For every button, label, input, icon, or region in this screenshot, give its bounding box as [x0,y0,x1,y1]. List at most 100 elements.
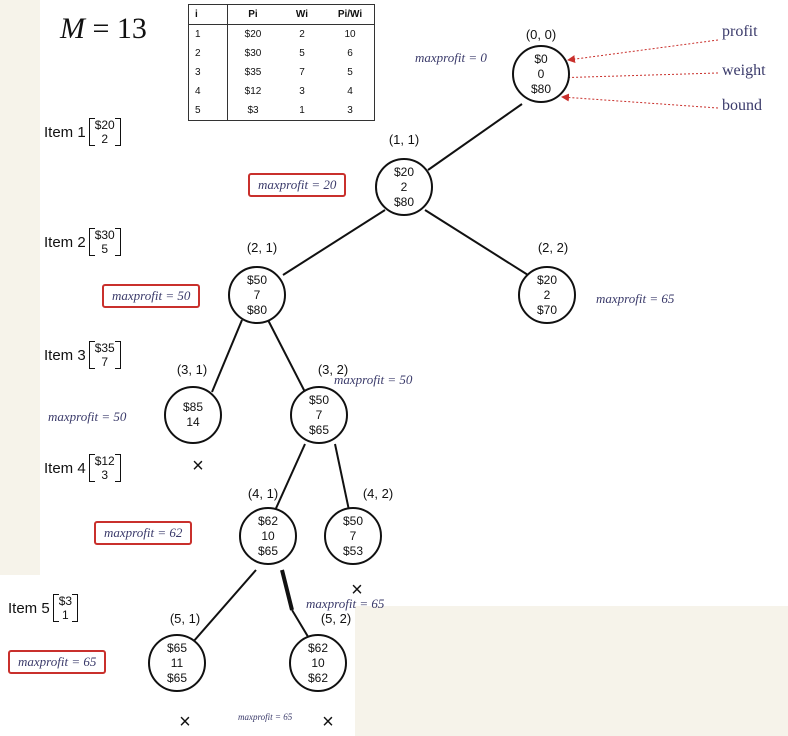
tree-node: $50 7 $65 [290,386,348,444]
node-profit: $50 [308,392,330,407]
table-cell: 5 [347,67,353,78]
node-bound: $53 [342,543,364,558]
edge-11-22 [424,209,529,276]
item-profit: $35 [94,341,115,355]
table-cell: $3 [247,105,259,116]
item-name: Item 1 [44,123,86,141]
node-label: (2, 2) [537,240,569,255]
item-name: Item 4 [44,459,86,477]
node-label: (2, 1) [246,240,278,255]
node-bound: $65 [257,543,279,558]
node-profit: $62 [307,640,329,655]
edge-41-51 [185,569,257,651]
node-label: (1, 1) [388,132,420,147]
table-cell: 6 [347,48,353,59]
item-weight: 3 [101,468,109,482]
node-weight: 10 [261,528,275,543]
header-wi: Wi [278,4,326,25]
annotation-weight: weight [722,62,766,79]
tree-node: $50 7 $53 [324,507,382,565]
maxprofit-highlight: maxprofit = 20 [248,173,347,197]
tree-node: $50 7 $80 [228,266,286,324]
node-bound: $65 [308,422,330,437]
maxprofit-label: maxprofit = 65 [306,596,385,611]
table-cell: 10 [344,29,356,40]
annotation-profit: profit [722,23,758,40]
node-weight: 7 [253,287,261,302]
tree-node: $85 14 [164,386,222,444]
pruned-mark: × [179,711,191,733]
edge-21-32 [267,319,306,393]
item-profit: $12 [94,454,115,468]
maxprofit-highlight: maxprofit = 65 [8,650,107,674]
table-cell: 3 [299,86,305,97]
node-profit: $85 [182,400,204,414]
node-profit: $0 [534,51,548,66]
table-cell: 2 [299,29,305,40]
edge-41-52 [280,569,294,611]
table-cell: $30 [244,48,262,59]
item-weight: 1 [62,608,69,622]
item-weight: 7 [101,355,109,369]
node-profit: $62 [257,513,279,528]
node-label: (4, 1) [247,486,279,501]
node-profit: $50 [246,272,268,287]
edge-32-41 [272,443,306,516]
node-weight: 14 [186,415,200,429]
node-bound: $70 [536,302,558,317]
table-cell: $20 [244,29,262,40]
pruned-mark: × [322,711,334,733]
header-i: i [188,4,228,25]
table-cell: 1 [299,105,305,116]
node-label: (5, 1) [169,611,201,626]
item-weight: 5 [101,242,109,256]
table-cell: 4 [347,86,353,97]
node-weight: 2 [543,287,551,302]
maxprofit-label: maxprofit = 50 [48,409,127,424]
table-cell: $12 [244,86,262,97]
pruned-mark: × [351,579,363,601]
node-label: (3, 1) [176,362,208,377]
item-name: Item 5 [8,599,50,617]
node-weight: 0 [537,66,545,81]
item-profit: $3 [58,594,73,608]
table-cell: 2 [188,44,228,63]
node-profit: $50 [342,513,364,528]
node-weight: 7 [349,528,357,543]
node-profit: $20 [536,272,558,287]
node-label: (5, 2) [320,611,352,626]
tree-node: $20 2 $70 [518,266,576,324]
node-label: (0, 0) [525,27,557,42]
table-cell: $35 [244,67,262,78]
maxprofit-label: maxprofit = 65 [596,291,675,306]
tree-node: $62 10 $62 [289,634,347,692]
table-cell: 3 [188,63,228,82]
node-bound: $80 [393,194,415,209]
header-ratio: Pi/Wi [326,4,375,25]
maxprofit-label: maxprofit = 65 [238,712,293,722]
table-header-row: i Pi Wi Pi/Wi [188,4,375,25]
node-bound: $80 [246,302,268,317]
maxprofit-highlight: maxprofit = 62 [94,521,193,545]
maxprofit-highlight: maxprofit = 50 [102,284,201,308]
node-weight: 7 [315,407,323,422]
node-profit: $65 [166,640,188,655]
header-pi: Pi [227,4,278,25]
table-cell: 4 [188,82,228,101]
edge-21-31 [211,319,243,393]
table-row: 4 $12 3 4 [188,82,375,101]
node-weight: 2 [400,179,408,194]
table-cell: 3 [347,105,353,116]
node-label: (4, 2) [362,486,394,501]
